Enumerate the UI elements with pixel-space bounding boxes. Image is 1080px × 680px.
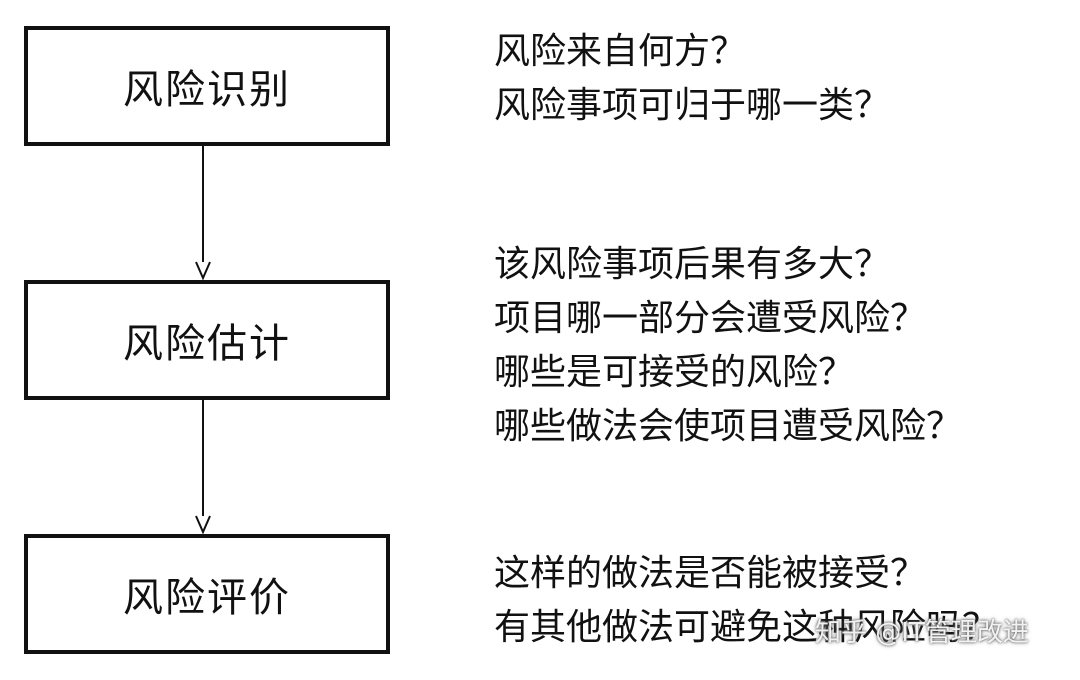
question: 哪些是可接受的风险？ (494, 352, 855, 393)
step-label-estimation: 风险估计 (123, 321, 291, 367)
question: 风险来自何方？ (494, 31, 747, 72)
question: 风险事项可归于哪一类？ (494, 85, 891, 126)
question: 该风险事项后果有多大？ (494, 244, 891, 285)
step-label-identification: 风险识别 (123, 67, 291, 113)
questions-estimation: 该风险事项后果有多大？ 项目哪一部分会遭受风险？ 哪些是可接受的风险？ 哪些做法… (494, 238, 962, 454)
question: 有其他做法可避免这种风险吗？ (494, 607, 999, 648)
questions-evaluation: 这样的做法是否能被接受？ 有其他做法可避免这种风险吗？ (494, 547, 998, 655)
step-box-identification: 风险识别 (24, 26, 390, 146)
watermark: 知乎 @IT管理改进 (815, 618, 1029, 648)
step-box-evaluation: 风险评价 (24, 534, 390, 654)
question: 这样的做法是否能被接受？ (494, 553, 927, 594)
question: 哪些做法会使项目遭受风险？ (494, 406, 963, 447)
questions-identification: 风险来自何方？ 风险事项可归于哪一类？ (494, 25, 890, 133)
step-label-evaluation: 风险评价 (123, 575, 291, 621)
step-box-estimation: 风险估计 (24, 280, 390, 400)
question: 项目哪一部分会遭受风险？ (494, 298, 927, 339)
arrow-1-head (195, 261, 211, 281)
arrow-2-head (195, 515, 211, 535)
